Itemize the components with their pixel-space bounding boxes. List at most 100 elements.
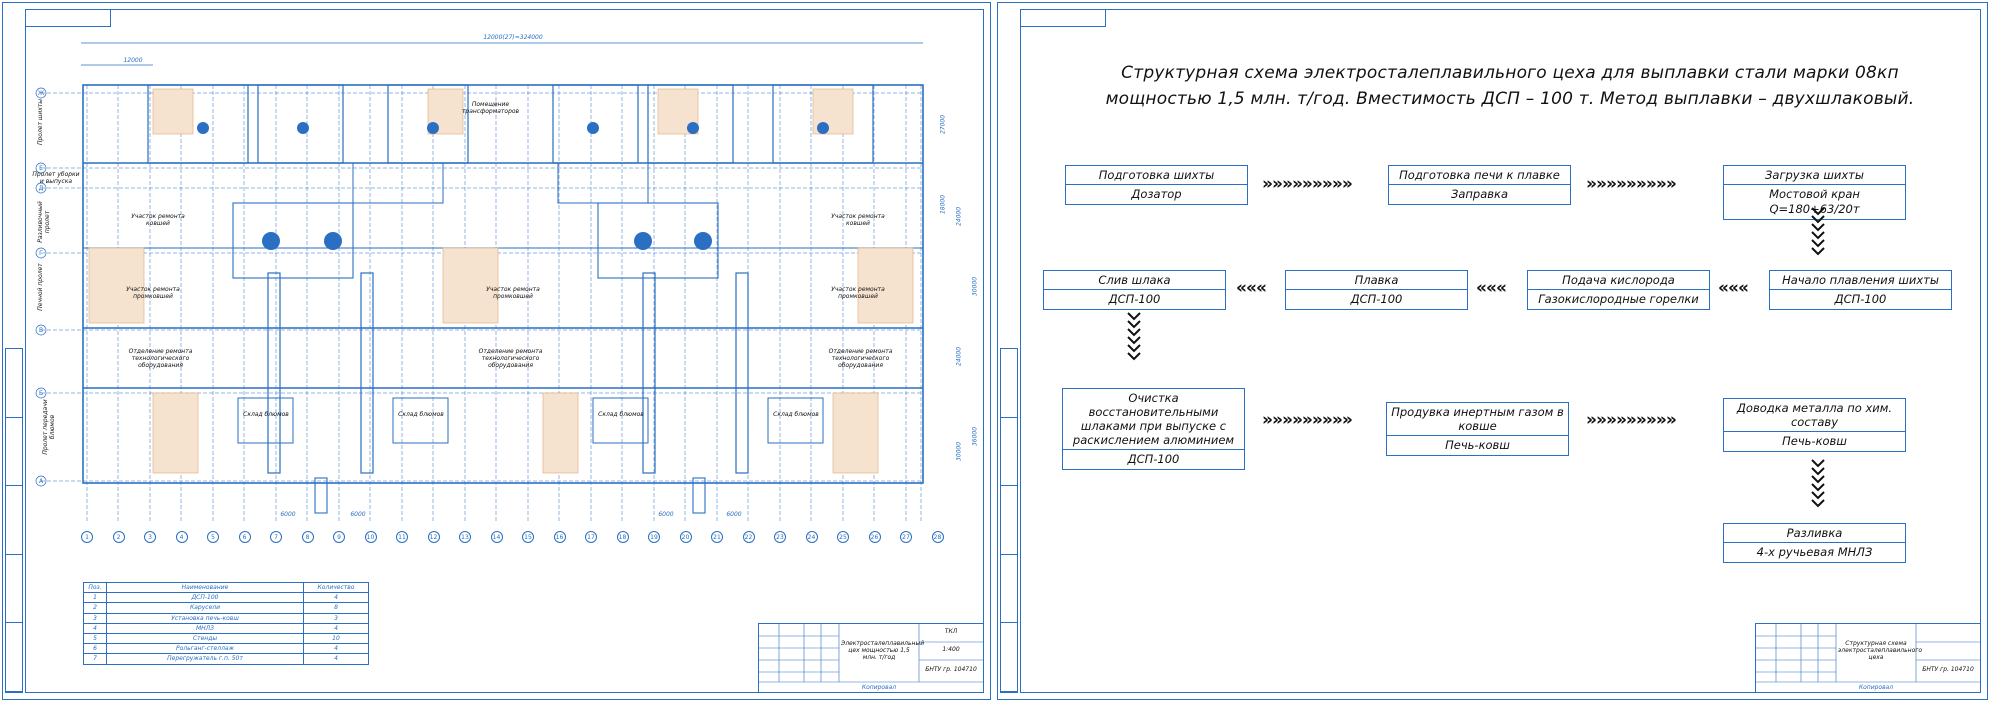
right-dim-7: 30000 (955, 441, 963, 462)
step-title: Загрузка шихты (1724, 166, 1905, 185)
arrow-left: ««« (1718, 278, 1749, 298)
column-number-bubble: 16 (553, 531, 566, 543)
step-melting: Плавка ДСП-100 (1285, 270, 1468, 310)
table-cell: 4 (303, 653, 369, 665)
step-equipment: Дозатор (1131, 187, 1182, 201)
left-stamp-org: БНТУ гр. 104710 (925, 666, 977, 673)
bottom-dim-3: 6000 (658, 511, 674, 518)
step-equipment: Мостовой кран Q=180+63/20т (1769, 187, 1860, 216)
column-number-bubble: 5 (207, 531, 219, 543)
repair-furnace-right-label: Участок ремонта ковшей (831, 213, 885, 227)
left-frame-corner-stamp (26, 10, 111, 27)
column-number-bubble: 23 (774, 531, 786, 543)
right-drawing-frame (1020, 9, 1981, 693)
right-frame-corner-stamp (1021, 10, 1106, 27)
step-equipment: Печь-ковш (1782, 434, 1847, 448)
repair-intermediate-center-label: Участок ремонта промковшей (486, 286, 540, 300)
span-cooling-label: Пролет передачи блюмов (42, 399, 56, 455)
right-drawing-sheet: Структурная схема электросталеплавильног… (997, 2, 1988, 700)
table-header-cell: Поз. (83, 581, 107, 594)
table-cell: 5 (83, 632, 107, 645)
table-cell: 8 (303, 602, 369, 614)
left-title-block: Электросталеплавильный цех мощностью 1,5… (758, 623, 984, 693)
plan-top-dimension-small: 12000 (123, 57, 143, 64)
bottom-dim-4: 6000 (726, 511, 742, 518)
span-service-label: Пролет уборки и выпуска (32, 171, 80, 185)
table-cell: 4 (303, 643, 369, 655)
step-slag-tapping: Слив шлака ДСП-100 (1043, 270, 1226, 310)
table-cell: 1 (83, 592, 107, 604)
column-number-bubble: 18 (616, 531, 629, 543)
column-number-bubble: 25 (837, 531, 849, 543)
warehouse-label-3: Склад блюмов (598, 411, 644, 418)
repair-furnace-left-label: Участок ремонта ковшей (131, 213, 185, 227)
right-dim-5: 24000 (955, 346, 963, 367)
column-number-bubble: 6 (238, 531, 251, 543)
dept-repair-center-label: Отделение ремонта технологического обору… (478, 348, 543, 369)
row-letter: Б (38, 390, 44, 397)
repair-intermediate-left-label: Участок ремонта промковшей (126, 286, 180, 300)
step-reducing-slag-cleaning: Очистка восстановительными шлаками при в… (1062, 388, 1245, 470)
column-number-bubble: 2 (112, 531, 125, 543)
title-block-grid (759, 624, 983, 683)
column-number-bubble: 10 (364, 531, 377, 543)
step-equipment: ДСП-100 (1350, 292, 1403, 306)
step-equipment: Заправка (1450, 187, 1509, 201)
step-charge-loading: Загрузка шихты Мостовой кран Q=180+63/20… (1723, 165, 1906, 220)
left-stamp-scale: 1:400 (942, 646, 960, 653)
table-cell: 3 (83, 612, 107, 624)
step-charge-preparation: Подготовка шихты Дозатор (1065, 165, 1248, 205)
arrow-left: ««« (1236, 278, 1267, 298)
warehouse-label-2: Склад блюмов (398, 411, 444, 418)
scheme-title: Структурная схема электросталеплавильног… (1045, 60, 1975, 112)
step-melting-start: Начало плавления шихты ДСП-100 (1769, 270, 1952, 310)
right-dim-2: 18000 (939, 194, 947, 215)
arrow-right: »»»»»»»»» (1262, 410, 1353, 430)
table-cell: Перегружатель г.п. 50т (106, 653, 304, 665)
column-number-bubble: 9 (333, 531, 345, 543)
table-cell: 4 (303, 622, 369, 634)
right-stamp-title: Структурная схема электросталеплавильног… (1838, 640, 1923, 661)
plant-layout-plan (35, 42, 924, 523)
right-dim-4: 30000 (971, 276, 979, 297)
right-dim-6: 36000 (971, 426, 979, 447)
table-cell: МНЛЗ (106, 622, 304, 634)
step-title: Подготовка шихты (1066, 166, 1247, 185)
column-number-bubble: 3 (144, 531, 156, 543)
right-dim-3: 24000 (955, 206, 963, 227)
table-cell: 4 (83, 622, 107, 634)
step-equipment: ДСП-100 (1834, 292, 1887, 306)
row-letter: А (38, 478, 44, 485)
repair-intermediate-right-label: Участок ремонта промковшей (831, 286, 885, 300)
table-cell: 2 (83, 602, 107, 614)
plan-top-dimension: 12000(27)=324000 (483, 34, 543, 41)
step-inert-gas-blowing: Продувка инертным газом в ковше Печь-ков… (1386, 402, 1569, 456)
step-title: Продувка инертным газом в ковше (1387, 403, 1568, 436)
column-number-bubble: 7 (270, 531, 282, 543)
bottom-dim-1: 6000 (280, 511, 296, 518)
dept-repair-left-label: Отделение ремонта технологического обору… (128, 348, 193, 369)
row-letter: Е (39, 165, 43, 172)
table-header-cell: Количество (303, 581, 369, 594)
scheme-title-line-1: Структурная схема электросталеплавильног… (1121, 63, 1899, 83)
step-oxygen-supply: Подача кислорода Газокислородные горелки (1527, 270, 1710, 310)
span-furnace-label: Печной пролет (37, 263, 44, 311)
column-number-bubble: 22 (742, 531, 755, 543)
right-stamp-copied: Копировал (1858, 684, 1894, 691)
transformer-room-label: Помещение трансформаторов (461, 101, 520, 115)
step-title: Доводка металла по хим. составу (1724, 399, 1905, 432)
step-title: Начало плавления шихты (1770, 271, 1951, 290)
table-cell: Рольганг-стеллаж (106, 643, 304, 655)
step-title: Подготовка печи к плавке (1389, 166, 1570, 185)
column-number-bubble: 19 (648, 531, 660, 543)
arrow-left: ««« (1476, 278, 1507, 298)
dept-repair-right-label: Отделение ремонта технологического обору… (828, 348, 893, 369)
